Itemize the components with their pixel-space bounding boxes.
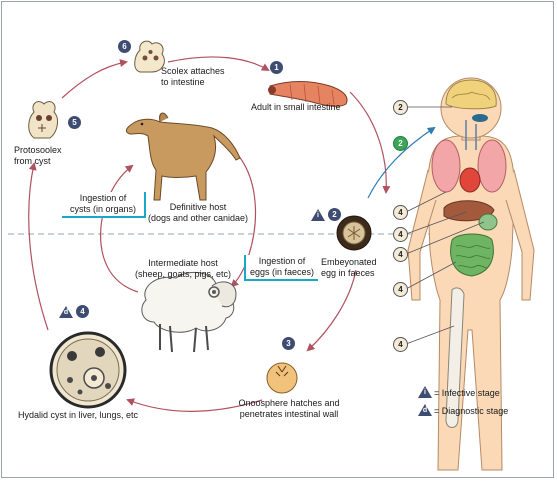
scolex-label: Scolex attaches to intestine	[161, 66, 225, 87]
adult-worm-illustration	[268, 81, 348, 107]
ingestion-cysts-note: Ingestion of cysts (in organs)	[62, 192, 146, 218]
ingestion-eggs-bar-bottom	[246, 279, 318, 281]
intermediate-host-label: Intermediate host (sheep, goats, pigs, e…	[134, 258, 232, 279]
human-marker-ingestion: 2	[393, 136, 408, 151]
infective-stage-marker-2: i	[311, 209, 325, 221]
legend-diagnostic-text: = Diagnostic stage	[434, 406, 509, 416]
scolex-illustration	[134, 40, 165, 73]
arrow-egg-to-human	[367, 126, 436, 199]
arrow-scolex-to-adult	[167, 56, 270, 72]
stage-number-1: 1	[270, 61, 283, 74]
arrow-egg-to-oncosphere	[306, 269, 357, 352]
arrow-oncosphere-to-cyst	[126, 398, 263, 412]
human-marker-lines	[405, 106, 485, 345]
protoscolex-label: Protosoolex from cyst	[14, 145, 62, 166]
dog-illustration	[125, 112, 241, 201]
stage-number-3: 3	[282, 337, 295, 350]
human-marker-liver: 4	[393, 247, 408, 262]
ingestion-eggs-note: Ingestion of eggs (in faeces)	[244, 255, 318, 281]
embryonated-egg-illustration	[336, 215, 372, 251]
stage-number-2: 2	[328, 208, 341, 221]
egg-label: Embeyonated egg in faeces	[321, 257, 377, 278]
ingestion-eggs-bar-left	[244, 255, 246, 281]
definitive-host-label: Definitive host (dogs and other canidae)	[147, 202, 249, 223]
stage-number-4: 4	[76, 305, 89, 318]
human-marker-bone: 4	[393, 337, 408, 352]
oncosphere-label: Onoosphere hatches and penetrates intest…	[238, 398, 340, 419]
hydatid-cyst-illustration	[49, 331, 127, 409]
oncosphere-illustration	[266, 362, 298, 394]
ingestion-cysts-text: Ingestion of cysts (in organs)	[69, 193, 137, 214]
arrow-adult-to-egg	[349, 91, 391, 194]
stage-number-5: 5	[68, 116, 81, 129]
protoscolex-illustration	[28, 101, 58, 139]
ingestion-eggs-text: Ingestion of eggs (in faeces)	[249, 256, 315, 277]
legend-infective-text: = Infective stage	[434, 388, 500, 398]
human-marker-heart: 4	[393, 227, 408, 242]
human-marker-head: 2	[393, 100, 408, 115]
adult-label: Adult in small intestine	[251, 102, 341, 112]
arrow-protoscolex-to-scolex	[61, 59, 128, 99]
human-marker-lungs: 4	[393, 205, 408, 220]
human-marker-intestine: 4	[393, 282, 408, 297]
human-figure-illustration	[407, 77, 535, 471]
arrow-cyst-to-protoscolex	[28, 162, 49, 331]
legend-diagnostic-symbol: d	[418, 404, 432, 416]
legend-infective-symbol: i	[418, 386, 432, 398]
ingestion-cysts-bar-bottom	[62, 216, 144, 218]
ingestion-cysts-bar-right	[144, 192, 146, 218]
cyst-label: Hydalid cyst in liver, lungs, etc	[18, 410, 139, 420]
sheep-illustration	[141, 271, 237, 353]
stage-number-6: 6	[118, 40, 131, 53]
diagnostic-stage-marker-4: d	[59, 306, 73, 318]
